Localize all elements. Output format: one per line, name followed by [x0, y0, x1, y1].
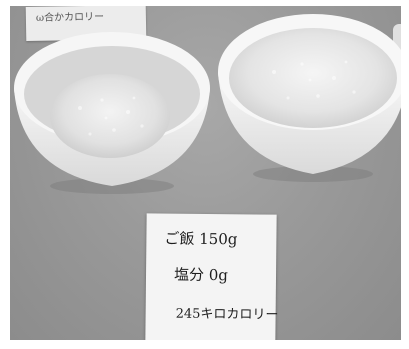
- rice-bowl-right: [214, 8, 401, 186]
- photo: ω合かカロリー: [10, 6, 401, 340]
- nutrition-note-card: ご飯 150g 塩分 0g 245キロカロリー: [145, 213, 279, 340]
- rice-bowl-left-graphic: [14, 32, 210, 194]
- rice-weight-text: ご飯 150g: [164, 229, 238, 249]
- salt-content-text: 塩分 0g: [173, 265, 229, 285]
- rice-bowl-left: [10, 22, 214, 198]
- rice-bowl-right-graphic: [218, 14, 401, 182]
- calorie-text: 245キロカロリー: [175, 306, 279, 323]
